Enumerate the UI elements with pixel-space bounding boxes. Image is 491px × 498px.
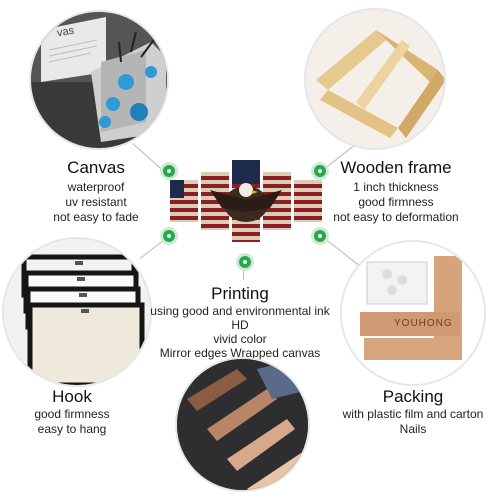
packing-photo: YOUHONG [340, 240, 486, 386]
packing-marker-dot [314, 230, 326, 242]
connector-packing [320, 235, 359, 266]
flag-eagle-panels-image [170, 160, 322, 242]
wooden-frame-title: Wooden frame [340, 158, 452, 177]
hook-line-2: easy to hang [37, 422, 107, 436]
hook-frames-image [4, 239, 150, 385]
printing-line-3: vivid color [213, 332, 267, 346]
packing-title: Packing [382, 387, 444, 406]
connector-canvas [132, 143, 163, 171]
wooden-frame-image [306, 10, 444, 148]
canvas-line-1: waterproof [67, 180, 125, 194]
packing-box-image [342, 242, 484, 384]
printing-line-4: Mirror edges Wrapped canvas [159, 346, 321, 360]
canvas-photo: vas [29, 10, 169, 150]
printing-line-2: HD [231, 318, 249, 332]
printing-title: Printing [211, 284, 269, 303]
hook-marker-dot [163, 230, 175, 242]
product-preview [170, 160, 322, 242]
printing-line-1: using good and environmental ink [150, 304, 330, 318]
printing-marker-dot [239, 256, 251, 268]
wooden-frame-line-3: not easy to deformation [333, 210, 459, 224]
printing-photo [175, 357, 310, 492]
connector-hook [140, 237, 168, 259]
canvas-edge-closeup-image [177, 359, 308, 490]
canvas-title: Canvas [67, 158, 125, 177]
hook-line-1: good firmness [34, 407, 110, 421]
canvas-line-3: not easy to fade [53, 210, 139, 224]
hook-title: Hook [52, 387, 92, 406]
hook-photo [2, 237, 152, 387]
packing-line-1: with plastic film and carton [342, 407, 484, 421]
canvas-line-2: uv resistant [65, 195, 127, 209]
wooden-frame-photo [304, 8, 446, 150]
canvas-artwork-image [31, 12, 167, 148]
wooden-frame-line-2: good firmness [358, 195, 434, 209]
packing-line-2: Nails [399, 422, 427, 436]
wooden-frame-line-1: 1 inch thickness [353, 180, 439, 194]
canvas-marker-dot [163, 165, 175, 177]
frame-marker-dot [314, 165, 326, 177]
packing-box-text: YOUHONG [394, 318, 453, 329]
